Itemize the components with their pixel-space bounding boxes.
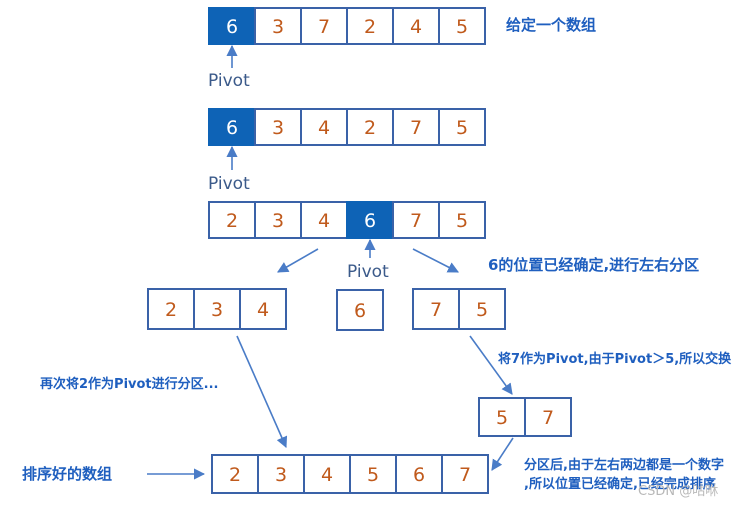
array-initial-cell xyxy=(300,7,348,45)
watermark: CSDN @咕咻 xyxy=(638,483,718,499)
right-to-swapped-arrow xyxy=(469,335,513,395)
array-step2-value: 3 xyxy=(272,117,284,139)
array-initial-cell xyxy=(392,7,440,45)
array-step3-cell xyxy=(346,201,394,239)
array-middle-part: 6 xyxy=(336,289,384,331)
array-step2-value: 7 xyxy=(410,117,422,139)
array-initial-value: 5 xyxy=(456,16,468,38)
swapped-to-sorted-arrow xyxy=(491,437,514,471)
array-sorted-cell xyxy=(257,454,305,494)
array-step2-value: 6 xyxy=(226,117,238,139)
array-right-swapped-cell xyxy=(524,397,572,437)
array-sorted-value: 6 xyxy=(413,464,425,486)
array-step3-value: 3 xyxy=(272,210,284,232)
again-pivot-label: 再次将2作为Pivot进行分区... xyxy=(40,376,218,392)
array-right-part-value: 7 xyxy=(430,299,442,321)
array-initial-cell xyxy=(254,7,302,45)
array-step2-cell xyxy=(254,108,302,146)
left-to-sorted-arrow xyxy=(236,335,288,449)
array-left-part-cell xyxy=(147,288,195,330)
split-arrow-right xyxy=(412,248,459,273)
array-left-part-cell xyxy=(193,288,241,330)
array-step3-cell xyxy=(438,201,486,239)
array-initial-value: 7 xyxy=(318,16,330,38)
array-initial: 6 3 7 2 4 5 xyxy=(208,7,486,45)
array-step2-value: 5 xyxy=(456,117,468,139)
array-right-part-cell xyxy=(458,288,506,330)
array-step3-value: 6 xyxy=(364,210,376,232)
array-step3-value: 2 xyxy=(226,210,238,232)
array-left-part-value: 2 xyxy=(165,299,177,321)
array-left-part: 2 3 4 xyxy=(147,288,287,330)
array-right-part-value: 5 xyxy=(476,299,488,321)
array-sorted-value: 7 xyxy=(459,464,471,486)
array-left-part-cell xyxy=(239,288,287,330)
partition-note-line2: ,所以位置已经确定,已经完成排序 xyxy=(524,476,716,492)
seven-pivot-label: 将7作为Pivot,由于Pivot＞5,所以交换 xyxy=(498,351,732,367)
given-array-label: 给定一个数组 xyxy=(506,16,596,34)
array-sorted-value: 4 xyxy=(321,464,333,486)
array-sorted-value: 3 xyxy=(275,464,287,486)
array-sorted-value: 2 xyxy=(229,464,241,486)
split-arrow-left xyxy=(277,248,319,273)
array-step2-cell xyxy=(346,108,394,146)
array-left-part-value: 4 xyxy=(257,299,269,321)
array-sorted: 2 3 4 5 6 7 xyxy=(211,454,489,494)
sorted-array-label: 排序好的数组 xyxy=(22,465,112,483)
array-initial-value: 4 xyxy=(410,16,422,38)
array-left-part-value: 3 xyxy=(211,299,223,321)
array-right-swapped-value: 7 xyxy=(542,407,554,429)
array-middle-part-value: 6 xyxy=(354,300,366,322)
array-step3: 2 3 4 6 7 5 xyxy=(208,201,486,239)
array-step3-cell xyxy=(208,201,256,239)
array-middle-part-cell xyxy=(336,289,384,331)
array-step3-value: 4 xyxy=(318,210,330,232)
array-step2-value: 4 xyxy=(318,117,330,139)
array-sorted-value: 5 xyxy=(367,464,379,486)
array-initial-cell xyxy=(208,7,256,45)
pivot-label-1: Pivot xyxy=(208,71,250,91)
array-sorted-cell xyxy=(303,454,351,494)
array-step3-cell xyxy=(392,201,440,239)
array-step3-value: 5 xyxy=(456,210,468,232)
array-sorted-cell xyxy=(441,454,489,494)
array-initial-value: 2 xyxy=(364,16,376,38)
array-sorted-cell xyxy=(211,454,259,494)
array-step2: 6 3 4 2 7 5 xyxy=(208,108,486,146)
array-step3-cell xyxy=(254,201,302,239)
array-step2-cell xyxy=(300,108,348,146)
array-step3-value: 7 xyxy=(410,210,422,232)
array-sorted-cell xyxy=(395,454,443,494)
array-right-swapped-cell xyxy=(478,397,526,437)
array-step2-value: 2 xyxy=(364,117,376,139)
array-right-swapped-value: 5 xyxy=(496,407,508,429)
array-step2-cell xyxy=(438,108,486,146)
partition-note-line1: 分区后,由于左右两边都是一个数字 xyxy=(524,457,724,473)
array-right-part-cell xyxy=(412,288,460,330)
pivot-label-2: Pivot xyxy=(208,174,250,194)
array-initial-value: 6 xyxy=(226,16,238,38)
pivot-fixed-label: 6的位置已经确定,进行左右分区 xyxy=(488,256,699,274)
array-initial-value: 3 xyxy=(272,16,284,38)
array-step2-cell xyxy=(208,108,256,146)
pivot-label-3: Pivot xyxy=(347,262,389,282)
array-initial-cell xyxy=(438,7,486,45)
